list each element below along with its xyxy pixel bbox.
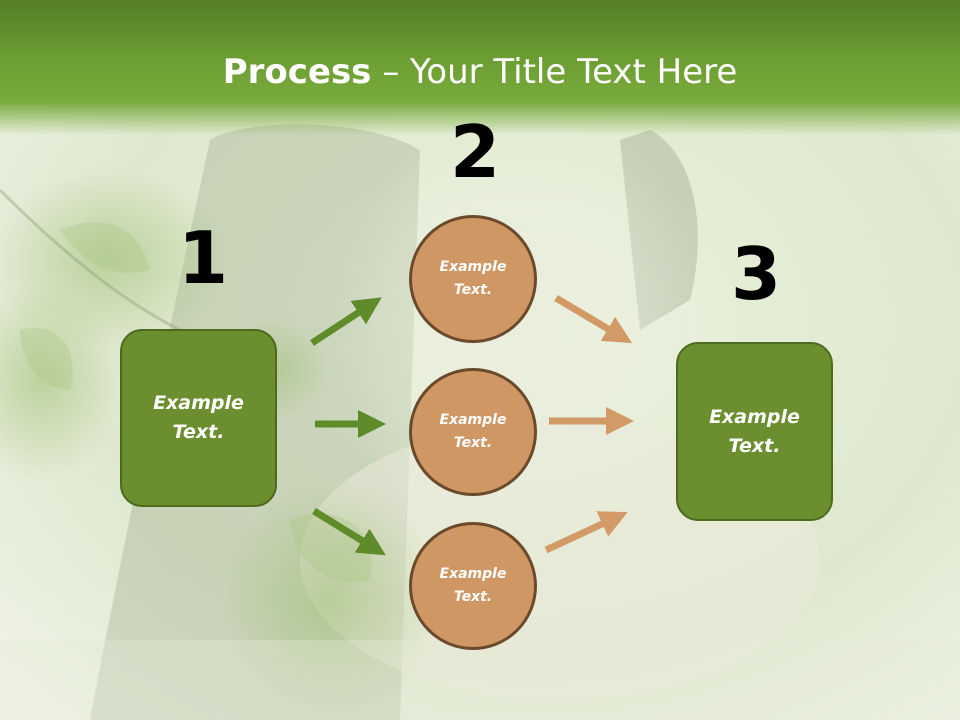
step-2-circle-middle: Example Text. <box>409 368 537 496</box>
arrow-1-to-2-top <box>310 297 382 346</box>
slide-title: Process – Your Title Text Here <box>0 52 960 92</box>
step-number-3: 3 <box>731 232 782 316</box>
arrow-1-to-2-bottom <box>312 508 386 556</box>
step-2-circle-middle-label: Example Text. <box>439 412 507 451</box>
title-bold: Process <box>222 52 372 92</box>
step-number-1: 1 <box>178 216 229 300</box>
arrow-2-to-3-bottom <box>544 511 628 554</box>
step-2-circle-bottom: Example Text. <box>409 522 537 650</box>
title-bar <box>0 0 960 135</box>
title-rest: – Your Title Text Here <box>371 52 738 92</box>
step-2-circle-bottom-label: Example Text. <box>439 566 507 605</box>
step-3-label: Example Text. <box>709 405 800 457</box>
step-3-box: Example Text. <box>676 342 833 521</box>
step-2-circle-top-label: Example Text. <box>439 259 507 298</box>
step-1-label: Example Text. <box>153 392 244 443</box>
step-1-box: Example Text. <box>120 329 277 507</box>
step-2-circle-top: Example Text. <box>409 215 537 343</box>
arrow-2-to-3-top <box>554 294 633 344</box>
step-number-2: 2 <box>450 110 501 194</box>
